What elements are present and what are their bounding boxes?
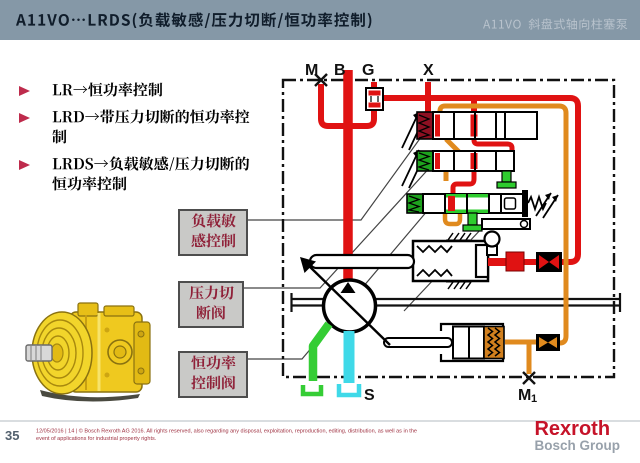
power-control-valve: [406, 190, 559, 232]
orange-orifice-icon: [536, 334, 560, 351]
rexroth-logo-brand: Rexroth: [534, 418, 611, 440]
orange-control-lines: [437, 103, 569, 374]
port-label-m: M: [305, 62, 318, 79]
page-title: [15, 12, 374, 31]
copyright-line2: event of applications for industrial pro…: [36, 436, 157, 442]
pressure-cutoff-valve: [401, 149, 517, 189]
pump-photo: [25, 302, 151, 402]
header-bar: [0, 0, 640, 40]
suction-line: [336, 331, 362, 398]
bullet-text: [52, 156, 250, 196]
list-item: [19, 109, 250, 149]
header-product-name: [482, 15, 628, 33]
copyright-line1: 12/05/2016 | 14 | © Bosch Rexroth AG 201…: [36, 428, 417, 435]
red-pressure-lines: [318, 70, 581, 283]
bullet-text: [52, 82, 163, 102]
footer-divider: [0, 420, 640, 422]
list-item: [19, 156, 250, 196]
triangle-bullet-icon: [19, 85, 41, 96]
red-orifice-icon: [536, 252, 562, 272]
triangle-bullet-icon: [19, 159, 41, 170]
bullet-text: [52, 109, 250, 149]
port-label-m1: M: [518, 387, 531, 404]
rexroth-logo-group: Bosch Group: [534, 438, 620, 453]
pump-symbol: [300, 257, 391, 346]
port-label-s: S: [364, 387, 375, 404]
port-label-m1-sub: 1: [531, 393, 537, 405]
bullet-list: [19, 82, 250, 203]
port-m-plug-icon: [314, 73, 328, 87]
copyright-text: 12/05/2016 | 14 | © Bosch Rexroth AG 201…: [36, 428, 468, 443]
callout-power-control-label: [190, 354, 236, 395]
port-label-x: X: [423, 62, 434, 79]
port-label-g: G: [362, 62, 374, 79]
callout-pressure-cutoff: [178, 281, 244, 328]
callout-pressure-cutoff-label: [188, 284, 234, 325]
load-sensing-valve: [401, 111, 538, 151]
page-number: 35: [5, 428, 20, 443]
rexroth-logo: Rexroth Bosch Group: [534, 418, 620, 453]
pump-housing-boundary: [281, 78, 616, 379]
port-m1-plug-icon: [522, 371, 536, 385]
drain-line: [300, 321, 333, 397]
stroking-piston: [308, 230, 525, 290]
list-item: [19, 82, 247, 102]
port-label-b: B: [334, 62, 346, 79]
counter-piston: [383, 322, 505, 363]
triangle-bullet-icon: [19, 112, 41, 123]
callout-power-control: [178, 351, 248, 398]
callout-load-sensing-label: [190, 212, 236, 253]
callout-load-sensing: [178, 209, 248, 256]
g-port-valve: [365, 87, 384, 111]
